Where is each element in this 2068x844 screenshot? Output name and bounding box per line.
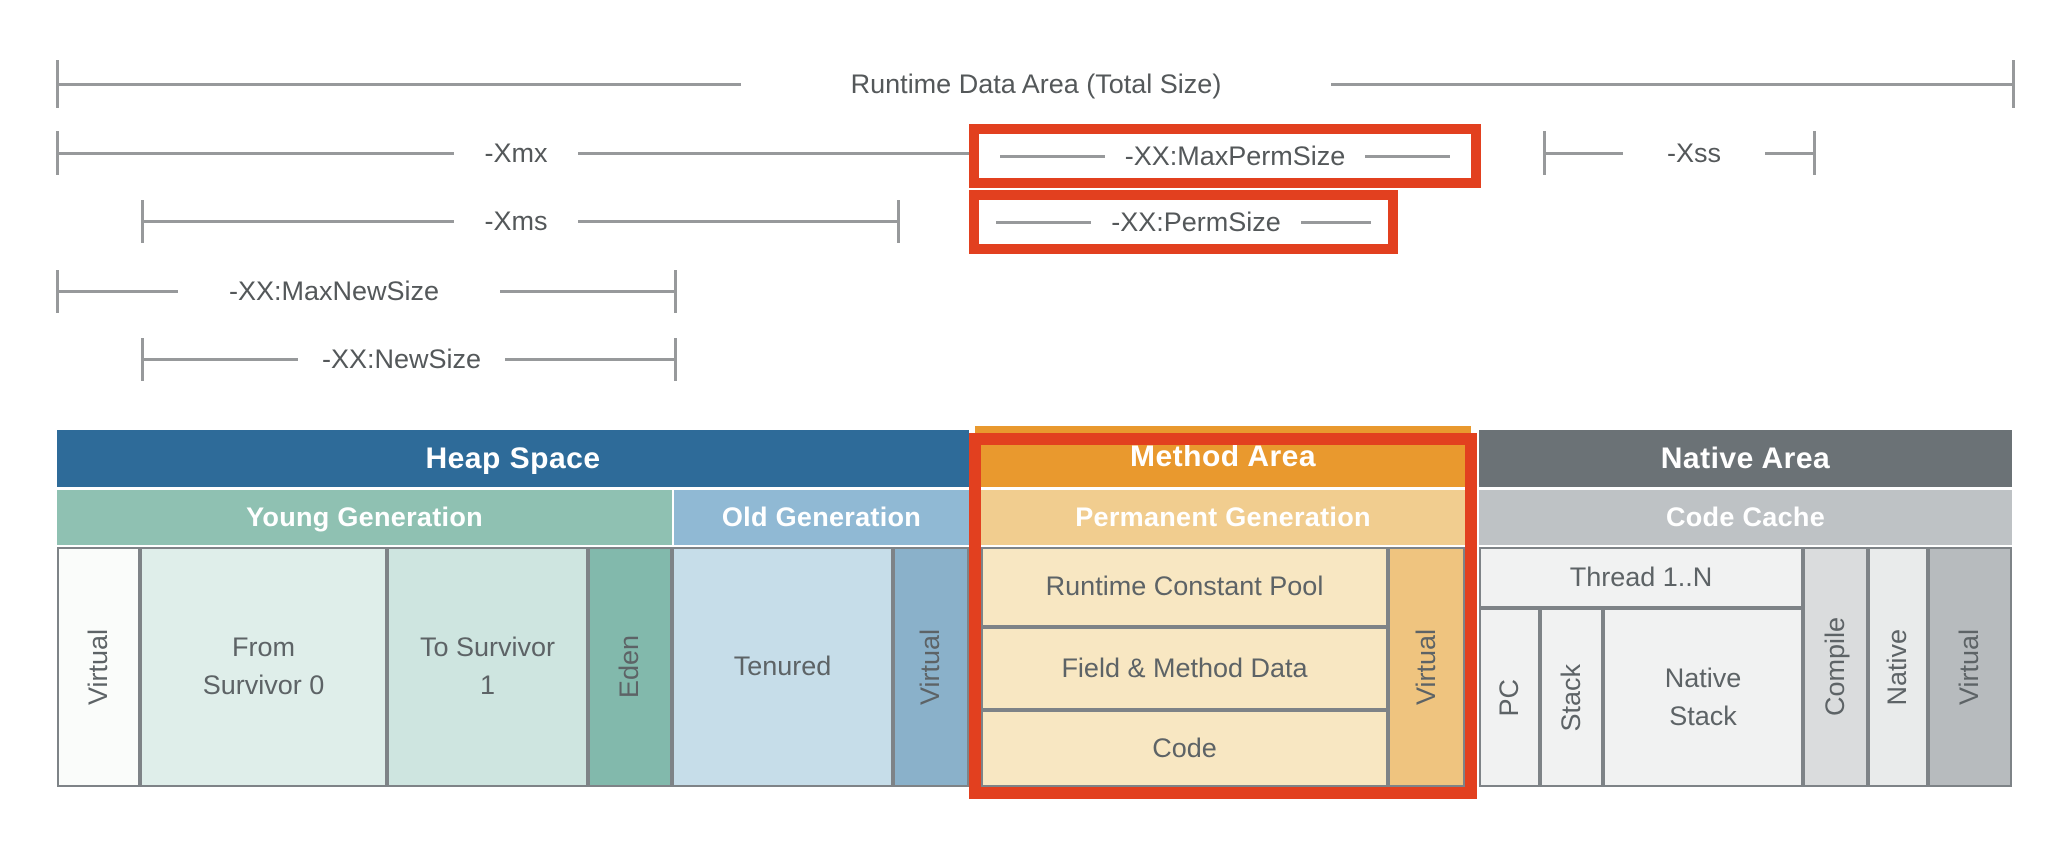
max-perm-size-left-seg — [999, 154, 1105, 158]
young-generation-label: Young Generation — [246, 502, 483, 532]
total-size-right-tick — [2012, 60, 2015, 108]
code-cache-label: Code Cache — [1665, 502, 1826, 532]
native-label: Native — [1882, 628, 1913, 706]
heap-virtual-cell: Virtual — [57, 547, 140, 787]
xms-label: -Xms — [484, 206, 548, 236]
eden-cell: Eden — [588, 547, 672, 787]
xmx-right-line — [578, 152, 969, 155]
native-cell: Native — [1868, 547, 1928, 787]
new-size-right-tick — [674, 338, 677, 381]
permanent-generation-label: Permanent Generation — [1075, 502, 1371, 532]
xms-left-tick — [141, 200, 144, 243]
runtime-constant-pool-label: Runtime Constant Pool — [1045, 571, 1324, 602]
new-size-right-line — [505, 358, 674, 361]
perm-size-label: -XX:PermSize — [1111, 206, 1281, 237]
method-area-label: Method Area — [1129, 439, 1317, 473]
stack-label: Stack — [1555, 663, 1586, 732]
max-perm-size-label: -XX:MaxPermSize — [1124, 140, 1346, 171]
tenured-cell: Tenured — [672, 547, 893, 787]
new-size-label: -XX:NewSize — [321, 344, 482, 374]
old-generation-header: Old Generation — [674, 490, 969, 545]
method-virtual-label: Virtual — [1410, 628, 1441, 706]
xss-left-line — [1545, 152, 1623, 155]
stack-cell: Stack — [1540, 608, 1603, 787]
method-area-header: Method Area — [975, 426, 1471, 487]
compile-label: Compile — [1819, 617, 1850, 717]
xss-right-line — [1765, 152, 1813, 155]
native-stack-label: Native Stack — [1664, 662, 1742, 731]
native-area-label: Native Area — [1660, 441, 1831, 475]
total-size-right-line — [1331, 83, 2012, 86]
native-virtual-label: Virtual — [1954, 628, 1985, 706]
max-new-size-label: -XX:MaxNewSize — [228, 276, 440, 306]
native-stack-cell: Native Stack — [1603, 608, 1803, 787]
pc-label: PC — [1493, 678, 1524, 717]
field-method-data-cell: Field & Method Data — [981, 627, 1388, 710]
to-survivor-cell: To Survivor 1 — [387, 547, 588, 787]
xmx-left-tick — [56, 131, 59, 175]
xms-right-line — [578, 220, 897, 223]
xms-right-tick — [897, 200, 900, 243]
field-method-data-label: Field & Method Data — [1061, 652, 1308, 683]
max-new-size-right-tick — [674, 270, 677, 313]
method-virtual-cell: Virtual — [1388, 547, 1465, 787]
heap-space-header: Heap Space — [57, 430, 969, 487]
perm-size-left-seg — [996, 220, 1092, 224]
max-perm-size-right-seg — [1365, 154, 1451, 158]
pc-cell: PC — [1479, 608, 1540, 787]
runtime-constant-pool-cell: Runtime Constant Pool — [981, 547, 1388, 627]
xmx-label: -Xmx — [484, 138, 548, 168]
perm-size-right-seg — [1300, 220, 1371, 224]
method-code-label: Code — [1152, 732, 1217, 763]
old-generation-label: Old Generation — [721, 502, 922, 532]
heap-space-label: Heap Space — [425, 441, 601, 475]
xmx-left-line — [58, 152, 454, 155]
total-size-label: Runtime Data Area (Total Size) — [850, 69, 1222, 99]
native-area-header: Native Area — [1479, 430, 2012, 487]
method-code-cell: Code — [981, 710, 1388, 787]
old-gen-virtual-label: Virtual — [915, 628, 946, 706]
max-perm-size-highlight-box: -XX:MaxPermSize — [969, 124, 1481, 188]
xss-right-tick — [1813, 131, 1816, 175]
xss-label: -Xss — [1667, 138, 1721, 168]
xss-left-tick — [1543, 131, 1546, 175]
max-new-size-left-tick — [56, 270, 59, 313]
old-gen-virtual-cell: Virtual — [893, 547, 969, 787]
perm-size-highlight-box: -XX:PermSize — [969, 190, 1398, 254]
total-size-left-tick — [56, 60, 59, 108]
max-new-size-left-line — [58, 290, 178, 293]
new-size-left-tick — [141, 338, 144, 381]
heap-virtual-label: Virtual — [82, 628, 113, 706]
thread-cell: Thread 1..N — [1479, 547, 1803, 608]
total-size-left-line — [58, 83, 741, 86]
native-virtual-cell: Virtual — [1928, 547, 2012, 787]
eden-label: Eden — [614, 635, 645, 699]
xms-left-line — [143, 220, 454, 223]
tenured-label: Tenured — [733, 651, 832, 682]
from-survivor-cell: From Survivor 0 — [140, 547, 387, 787]
max-new-size-right-line — [500, 290, 674, 293]
from-survivor-label: From Survivor 0 — [202, 632, 325, 700]
to-survivor-label: To Survivor 1 — [419, 632, 556, 700]
code-cache-header: Code Cache — [1479, 490, 2012, 545]
permanent-generation-header: Permanent Generation — [975, 490, 1471, 545]
new-size-left-line — [143, 358, 298, 361]
compile-cell: Compile — [1803, 547, 1868, 787]
thread-label: Thread 1..N — [1569, 561, 1713, 592]
young-generation-header: Young Generation — [57, 490, 672, 545]
